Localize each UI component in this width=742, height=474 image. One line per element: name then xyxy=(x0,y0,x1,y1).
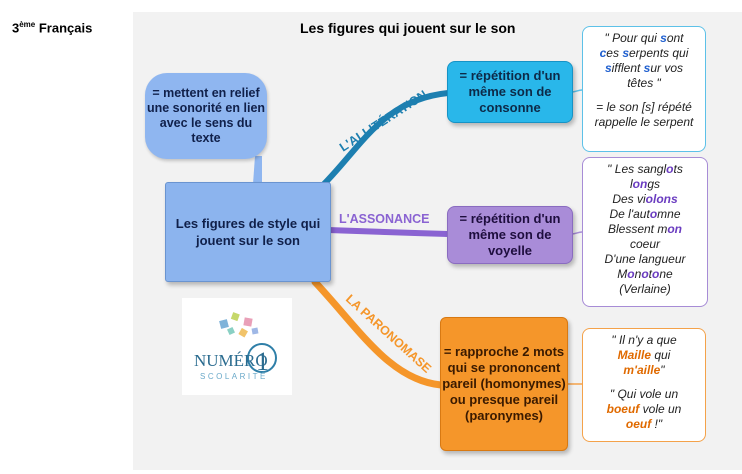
highlighted-sound: on xyxy=(632,177,648,191)
central-node: Les figures de style qui jouent sur le s… xyxy=(165,182,331,282)
highlighted-sound: boeuf xyxy=(606,402,640,416)
highlighted-sound: on xyxy=(667,222,683,236)
grade-label: 3ème Français xyxy=(12,20,93,36)
quote-text: coeur xyxy=(629,237,661,251)
highlighted-sound: o xyxy=(641,267,649,281)
quote-text: Blessent m xyxy=(607,222,668,236)
alliteration-explanation: = le son [s] répété rappelle le serpent xyxy=(594,100,694,129)
alliteration-label: L'ALLITÉRATION xyxy=(336,87,429,155)
paronomase-connector xyxy=(311,278,445,389)
highlighted-sound: o xyxy=(627,267,635,281)
highlighted-sound: c xyxy=(599,46,607,60)
assonance-label: L'ASSONANCE xyxy=(339,212,429,226)
quote-text: (Verlaine) xyxy=(619,282,671,296)
quote-text: es xyxy=(606,46,623,60)
paronomase-definition: = rapproche 2 mots qui se prononcent par… xyxy=(440,317,568,451)
highlighted-sound: m'aille xyxy=(623,363,661,377)
highlighted-sound: o xyxy=(649,207,658,221)
quote-text: " Il n'y a que xyxy=(611,333,677,347)
highlighted-sound: s xyxy=(643,61,651,75)
quote-text: ent xyxy=(623,61,644,75)
alliteration-definition: = répétition d'un même son de consonne xyxy=(447,61,573,123)
cloud-note: = mettent en relief une sonorité en lien… xyxy=(145,73,267,159)
highlighted-sound: s xyxy=(660,31,667,45)
highlighted-sound: oeuf xyxy=(625,417,652,431)
logo-text-sub: SCOLARITÉ xyxy=(200,372,268,381)
quote-text: vole un xyxy=(639,402,682,416)
quote-text: " Pour qui xyxy=(604,31,661,45)
quote-text: " xyxy=(660,363,665,377)
quote-text: M xyxy=(617,267,628,281)
highlighted-sound: ol xyxy=(645,192,657,206)
quote-text: qui xyxy=(651,348,671,362)
logo-digit: 1 xyxy=(256,347,269,376)
highlighted-sound: o xyxy=(652,267,660,281)
assonance-definition: = répétition d'un même son de voyelle xyxy=(447,206,573,264)
quote-text: Des vi xyxy=(612,192,646,206)
quote-text: gs xyxy=(647,177,661,191)
quote-text: t xyxy=(648,267,652,281)
quote-text: l xyxy=(629,177,633,191)
highlighted-sound: s xyxy=(622,46,629,60)
quote-text: " Qui vole un xyxy=(609,387,679,401)
quote-text: " Les sangl xyxy=(607,162,667,176)
quote-text: mne xyxy=(657,207,681,221)
numero1-logo: NUMÉRO 1 SCOLARITÉ xyxy=(182,298,292,395)
highlighted-sound: ons xyxy=(656,192,678,206)
logo-graphic: NUMÉRO 1 SCOLARITÉ xyxy=(194,312,277,381)
highlighted-sound: s xyxy=(604,61,612,75)
highlighted-sound: Maille xyxy=(617,348,651,362)
quote-text: De l'aut xyxy=(609,207,650,221)
page-title: Les figures qui jouent sur le son xyxy=(300,20,516,36)
alliteration-connector xyxy=(315,90,451,193)
quote-text: iffl xyxy=(611,61,624,75)
quote-text: têtes " xyxy=(627,76,661,90)
quote-text: ne xyxy=(659,267,673,281)
quote-text: ont xyxy=(666,31,684,45)
quote-text: n xyxy=(634,267,642,281)
quote-text: !" xyxy=(651,417,663,431)
quote-text: ts xyxy=(673,162,683,176)
cloud-connector xyxy=(253,156,262,184)
logo-text-main: NUMÉRO xyxy=(194,351,268,370)
quote-text: D'une langueur xyxy=(604,252,686,266)
highlighted-sound: o xyxy=(666,162,674,176)
quote-text: ur vos xyxy=(650,61,684,75)
assonance-connector xyxy=(325,227,451,237)
quote-text: erpents qui xyxy=(629,46,689,60)
